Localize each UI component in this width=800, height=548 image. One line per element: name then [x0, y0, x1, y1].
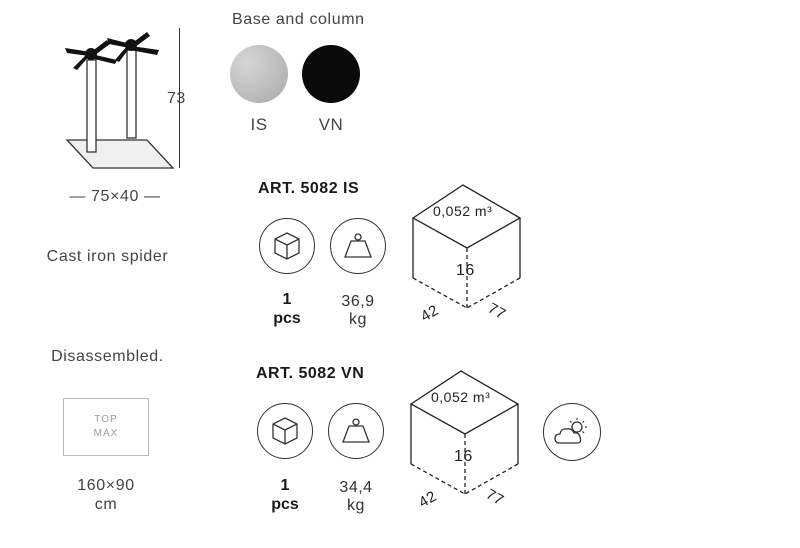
finishes-title: Base and column: [232, 11, 365, 28]
package-box-diagram: [411, 184, 522, 309]
weight-unit: kg: [347, 497, 365, 514]
top-max-label-top: TOP: [94, 414, 118, 425]
weight: 36,9 kg: [326, 293, 390, 329]
table-base-illustration: [65, 32, 175, 169]
weight-value: 34,4: [339, 479, 373, 496]
top-max-size-value: 160×90: [77, 477, 135, 494]
footprint-dimension: — 75×40 —: [69, 188, 161, 205]
finish-code-is: IS: [250, 115, 268, 134]
box-height: 16: [456, 262, 475, 279]
weight-icon-circle: [328, 403, 384, 459]
article-title: ART. 5082 VN: [256, 365, 365, 382]
package-icon-circle: [259, 218, 315, 274]
base-type-label: Cast iron spider: [46, 248, 169, 265]
quantity: 1 pcs: [259, 290, 315, 328]
package-box-diagram: [409, 370, 520, 495]
sun-cloud-icon: [554, 418, 587, 444]
finish-code-vn: VN: [318, 115, 344, 134]
box-volume: 0,052 m³: [433, 203, 493, 219]
box-volume: 0,052 m³: [431, 389, 491, 405]
weight-unit: kg: [349, 311, 367, 328]
quantity-unit: pcs: [273, 310, 301, 327]
quantity-unit: pcs: [271, 496, 299, 513]
weight-icon-circle: [330, 218, 386, 274]
quantity-value: 1: [282, 291, 292, 308]
article-title: ART. 5082 IS: [258, 180, 360, 197]
weight-icon: [342, 418, 370, 443]
height-dimension: 73: [167, 90, 186, 107]
top-max-size-unit: cm: [94, 496, 118, 513]
weight-value: 36,9: [341, 293, 375, 310]
quantity-value: 1: [280, 477, 290, 494]
top-max-size: 160×90 cm: [56, 476, 156, 514]
finish-swatch-is: [230, 45, 288, 103]
cube-icon: [272, 417, 298, 445]
box-height: 16: [454, 448, 473, 465]
weight-icon: [344, 233, 372, 258]
assembly-label: Disassembled.: [51, 348, 164, 365]
top-max-label-max: MAX: [93, 428, 119, 439]
height-dimension-line: [179, 28, 181, 168]
finish-swatch-vn: [302, 45, 360, 103]
top-max-box: TOP MAX: [63, 398, 149, 456]
cube-icon: [274, 232, 300, 260]
weight: 34,4 kg: [324, 479, 388, 515]
quantity: 1 pcs: [257, 476, 313, 514]
outdoor-icon-circle: [543, 403, 601, 461]
package-icon-circle: [257, 403, 313, 459]
